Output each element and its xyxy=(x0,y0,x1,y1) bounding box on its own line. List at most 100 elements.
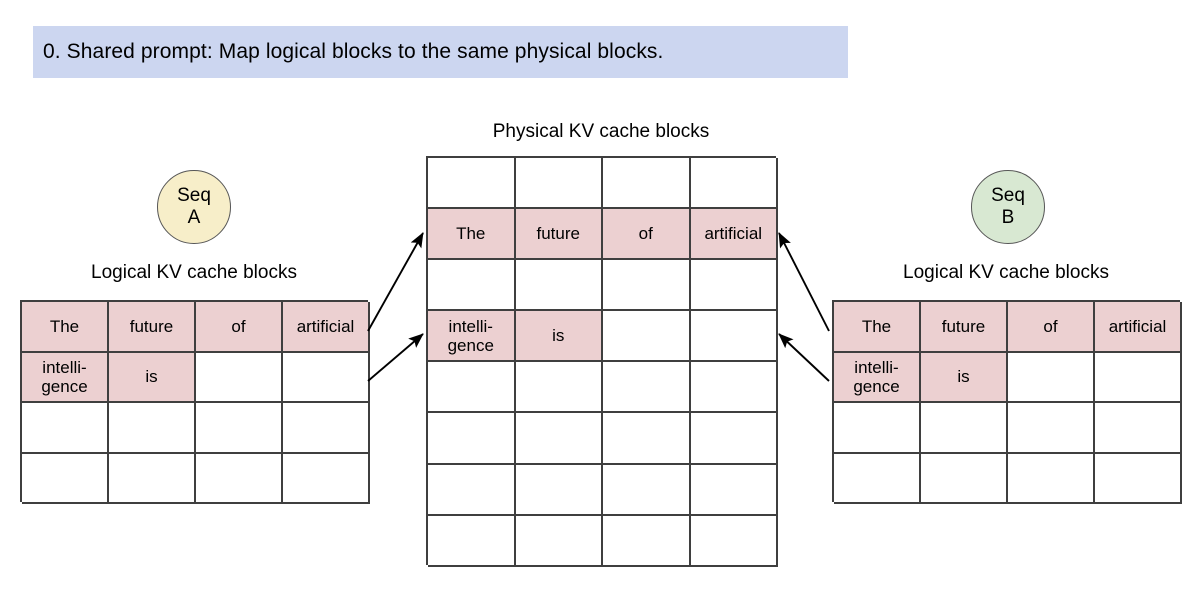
physical-cell-r3-c3 xyxy=(690,311,778,363)
physical-cell-r0-c1 xyxy=(515,158,603,210)
logical-left-cell-text: artificial xyxy=(296,316,355,336)
seq-a-label-line2: A xyxy=(187,207,201,228)
physical-cell-r1-c1: future xyxy=(515,209,603,261)
physical-cell-text: intelli- xyxy=(448,316,493,336)
physical-cell-r6-c3 xyxy=(690,464,778,516)
physical-cell-r6-c2 xyxy=(603,464,691,516)
physical-cell-r1-c2: of xyxy=(603,209,691,261)
physical-cell-r2-c3 xyxy=(690,260,778,312)
logical-left-cell-r2-c1 xyxy=(109,403,196,454)
logical-left-cell-r3-c0 xyxy=(22,453,109,504)
logical-kv-cache-grid-seq-a: The future of artificial intelli-gence is xyxy=(20,300,370,504)
banner-text: 0. Shared prompt: Map logical blocks to … xyxy=(43,40,664,64)
physical-cell-r7-c2 xyxy=(603,515,691,567)
physical-cell-r5-c2 xyxy=(603,413,691,465)
logical-right-cell-r3-c1 xyxy=(921,453,1008,504)
logical-left-cell-text: The xyxy=(49,316,80,336)
logical-right-cell-text: future xyxy=(941,316,986,336)
logical-right-cell-text: of xyxy=(1043,316,1058,336)
physical-cell-r7-c0 xyxy=(428,515,516,567)
logical-kv-cache-grid-seq-b: The future of artificial intelli-gence is xyxy=(832,300,1182,504)
logical-left-cell-r1-c2 xyxy=(196,352,283,403)
logical-right-cell-r1-c0: intelli-gence xyxy=(834,352,921,403)
seq-a-label-line1: Seq xyxy=(177,185,211,207)
logical-left-cell-r2-c2 xyxy=(196,403,283,454)
logical-left-cell-r1-c0: intelli-gence xyxy=(22,352,109,403)
logical-left-cell-r3-c1 xyxy=(109,453,196,504)
physical-cell-r7-c3 xyxy=(690,515,778,567)
physical-cell-r2-c0 xyxy=(428,260,516,312)
logical-right-cell-text: intelli- xyxy=(854,357,899,377)
physical-cell-r3-c1: is xyxy=(515,311,603,363)
logical-right-cell-r3-c3 xyxy=(1095,453,1182,504)
logical-right-cell-text: The xyxy=(861,316,892,336)
logical-left-cell-r0-c1: future xyxy=(109,302,196,353)
logical-right-cell-r0-c3: artificial xyxy=(1095,302,1182,353)
logical-left-cell-text: future xyxy=(129,316,174,336)
seq-b-block1-to-physical-row3 xyxy=(778,333,830,382)
physical-cell-r6-c1 xyxy=(515,464,603,516)
physical-cell-r0-c0 xyxy=(428,158,516,210)
physical-cell-text: gence xyxy=(447,335,494,355)
physical-blocks-caption: Physical KV cache blocks xyxy=(492,121,710,142)
logical-right-cell-r1-c1: is xyxy=(921,352,1008,403)
seq-a-block1-to-physical-row3 xyxy=(367,333,424,382)
title-banner: 0. Shared prompt: Map logical blocks to … xyxy=(33,26,848,78)
physical-cell-r6-c0 xyxy=(428,464,516,516)
physical-cell-r2-c1 xyxy=(515,260,603,312)
logical-right-cell-r3-c2 xyxy=(1008,453,1095,504)
logical-left-cell-r3-c2 xyxy=(196,453,283,504)
physical-cell-text: future xyxy=(536,224,580,244)
physical-kv-cache-grid: The future of artificial intelli-gence is xyxy=(426,156,778,567)
physical-cell-r2-c2 xyxy=(603,260,691,312)
physical-cell-text: of xyxy=(638,224,653,244)
physical-cell-r7-c1 xyxy=(515,515,603,567)
physical-cell-text: is xyxy=(552,326,565,346)
physical-cell-r5-c1 xyxy=(515,413,603,465)
logical-right-cell-r3-c0 xyxy=(834,453,921,504)
physical-cell-text: artificial xyxy=(704,224,763,244)
logical-left-cell-text: is xyxy=(145,367,158,387)
logical-left-cell-r0-c3: artificial xyxy=(283,302,370,353)
logical-right-cell-r2-c3 xyxy=(1095,403,1182,454)
logical-left-cell-r0-c0: The xyxy=(22,302,109,353)
physical-cell-r4-c2 xyxy=(603,362,691,414)
logical-right-cell-r0-c2: of xyxy=(1008,302,1095,353)
logical-left-cell-text: intelli- xyxy=(42,357,87,377)
logical-right-cell-text: gence xyxy=(853,376,900,396)
seq-b-label-line1: Seq xyxy=(991,185,1025,207)
physical-cell-r5-c3 xyxy=(690,413,778,465)
logical-left-cell-r0-c2: of xyxy=(196,302,283,353)
seq-b-block0-to-physical-row1 xyxy=(778,232,830,332)
logical-left-cell-text: gence xyxy=(41,376,88,396)
physical-cell-r0-c2 xyxy=(603,158,691,210)
logical-right-cell-r0-c1: future xyxy=(921,302,1008,353)
seq-a-block0-to-physical-row1 xyxy=(367,232,424,332)
logical-left-cell-text: of xyxy=(231,316,246,336)
seq-b-badge: Seq B xyxy=(971,170,1045,244)
physical-cell-r3-c2 xyxy=(603,311,691,363)
logical-right-cell-r2-c0 xyxy=(834,403,921,454)
logical-right-cell-r2-c2 xyxy=(1008,403,1095,454)
logical-blocks-caption-right: Logical KV cache blocks xyxy=(903,262,1109,283)
logical-left-cell-r1-c1: is xyxy=(109,352,196,403)
logical-right-cell-r0-c0: The xyxy=(834,302,921,353)
physical-cell-r4-c1 xyxy=(515,362,603,414)
logical-right-cell-r2-c1 xyxy=(921,403,1008,454)
physical-cell-r1-c3: artificial xyxy=(690,209,778,261)
physical-cell-r0-c3 xyxy=(690,158,778,210)
physical-cell-text: The xyxy=(456,224,486,244)
physical-cell-r1-c0: The xyxy=(428,209,516,261)
seq-b-label-line2: B xyxy=(1001,207,1015,228)
logical-right-cell-r1-c3 xyxy=(1095,352,1182,403)
logical-right-cell-r1-c2 xyxy=(1008,352,1095,403)
logical-left-cell-r3-c3 xyxy=(283,453,370,504)
logical-blocks-caption-left: Logical KV cache blocks xyxy=(91,262,297,283)
physical-cell-r5-c0 xyxy=(428,413,516,465)
logical-left-cell-r2-c3 xyxy=(283,403,370,454)
logical-left-cell-r2-c0 xyxy=(22,403,109,454)
logical-right-cell-text: artificial xyxy=(1108,316,1167,336)
seq-a-badge: Seq A xyxy=(157,170,231,244)
physical-cell-r3-c0: intelli-gence xyxy=(428,311,516,363)
logical-right-cell-text: is xyxy=(957,367,970,387)
